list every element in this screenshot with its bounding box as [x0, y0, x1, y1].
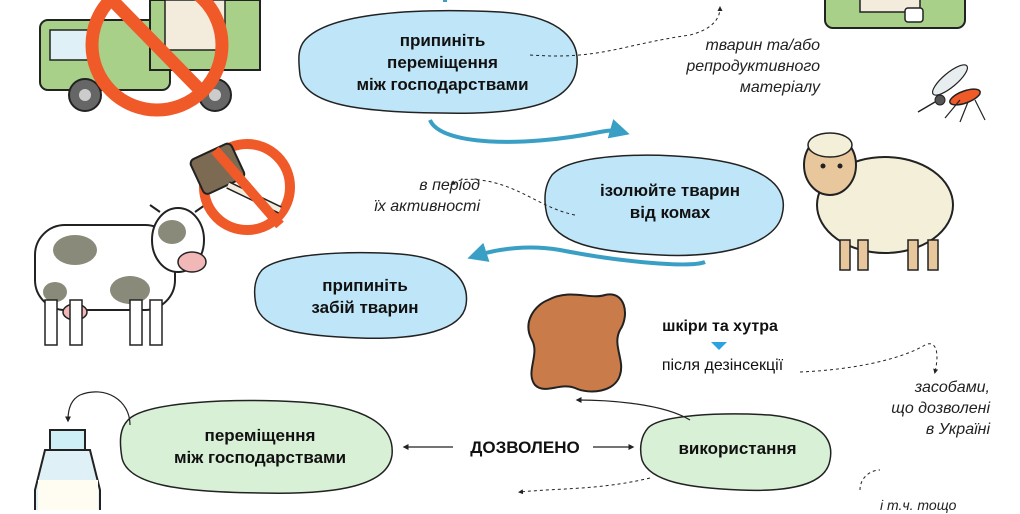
node-shape-stop-movement — [298, 9, 578, 114]
arrow-usage-to-leather — [575, 397, 691, 421]
node-isolate: ізолюйте тварин від комах — [570, 180, 770, 224]
note-bottom-right: і т.ч. тощо — [880, 496, 1000, 514]
skins-title-text: шкіри та хутра — [662, 318, 778, 335]
skins-subtitle: після дезінсекції — [635, 356, 810, 377]
node-isolate-line-2: від комах — [629, 203, 711, 223]
node-stop-slaughter-line-2: забій тварин — [311, 298, 419, 318]
node-stop-movement: припиніть переміщення між господарствами — [335, 30, 550, 96]
arrow-stop-to-isolate — [428, 118, 630, 144]
node-stop-movement-line-3: між господарствами — [356, 75, 529, 95]
node-movement-allowed-line-2: між господарствами — [173, 448, 347, 468]
node-stop-slaughter: припиніть забій тварин — [285, 275, 445, 319]
allowed-label-text: ДОЗВОЛЕНО — [470, 438, 580, 457]
note-activity-period: в період їх активності — [330, 176, 480, 218]
cow-illustration — [34, 204, 207, 346]
note-means-line-3: в Україні — [925, 420, 990, 438]
arrow-isolate-to-slaughter — [467, 242, 706, 267]
node-stop-slaughter-line-1: припиніть — [322, 276, 408, 295]
truck-illustration — [39, 0, 261, 112]
note-period-line-2: їх активності — [374, 197, 480, 215]
node-usage-label: використання — [678, 439, 797, 458]
node-shape-stop-slaughter — [253, 251, 468, 339]
sheep-illustration — [803, 132, 954, 271]
mallet-ban-icon — [189, 139, 295, 235]
node-shape-movement-allowed — [119, 399, 393, 494]
skins-title: шкіри та хутра — [640, 317, 800, 338]
milk-bottle-illustration — [34, 429, 101, 510]
node-shape-usage — [639, 413, 832, 492]
leather-icon — [527, 293, 626, 393]
mosquito-icon — [917, 64, 986, 123]
node-movement-allowed-line-1: переміщення — [204, 426, 316, 445]
note-animals-material: тварин та/або репродуктивного матеріалу — [630, 36, 820, 98]
node-usage: використання — [655, 438, 820, 460]
ban-icon — [85, 0, 229, 117]
down-triangle-icon — [711, 342, 727, 350]
arrow-movement-to-bottle — [65, 391, 131, 426]
note-means-line-2: що дозволені — [891, 399, 990, 417]
dashed-bottom-right — [859, 469, 881, 491]
skins-subtitle-text: після дезінсекції — [661, 357, 784, 374]
allowed-label: ДОЗВОЛЕНО — [455, 437, 595, 459]
note-period-line-1: в період — [419, 177, 480, 194]
dashed-note-animals — [529, 6, 723, 57]
dashed-bottom — [518, 477, 651, 495]
phone-illustration — [824, 0, 966, 29]
node-shape-isolate — [544, 154, 785, 257]
note-means-line-1: засобами, — [914, 379, 990, 396]
note-means: засобами, що дозволені в Україні — [840, 378, 990, 440]
node-movement-allowed: переміщення між господарствами — [150, 425, 370, 469]
note-bottom-right-text: і т.ч. тощо — [880, 497, 957, 513]
dashed-note-period — [450, 178, 576, 216]
node-isolate-line-1: ізолюйте тварин — [599, 181, 741, 200]
dashed-note-means — [799, 343, 939, 374]
note-animals-line-3: матеріалу — [739, 78, 820, 96]
node-stop-movement-line-1: припиніть — [399, 31, 486, 50]
node-stop-movement-line-2: переміщення — [387, 53, 498, 73]
note-animals-line-2: репродуктивного — [686, 57, 820, 75]
note-animals-line-1: тварин та/або — [705, 37, 820, 54]
